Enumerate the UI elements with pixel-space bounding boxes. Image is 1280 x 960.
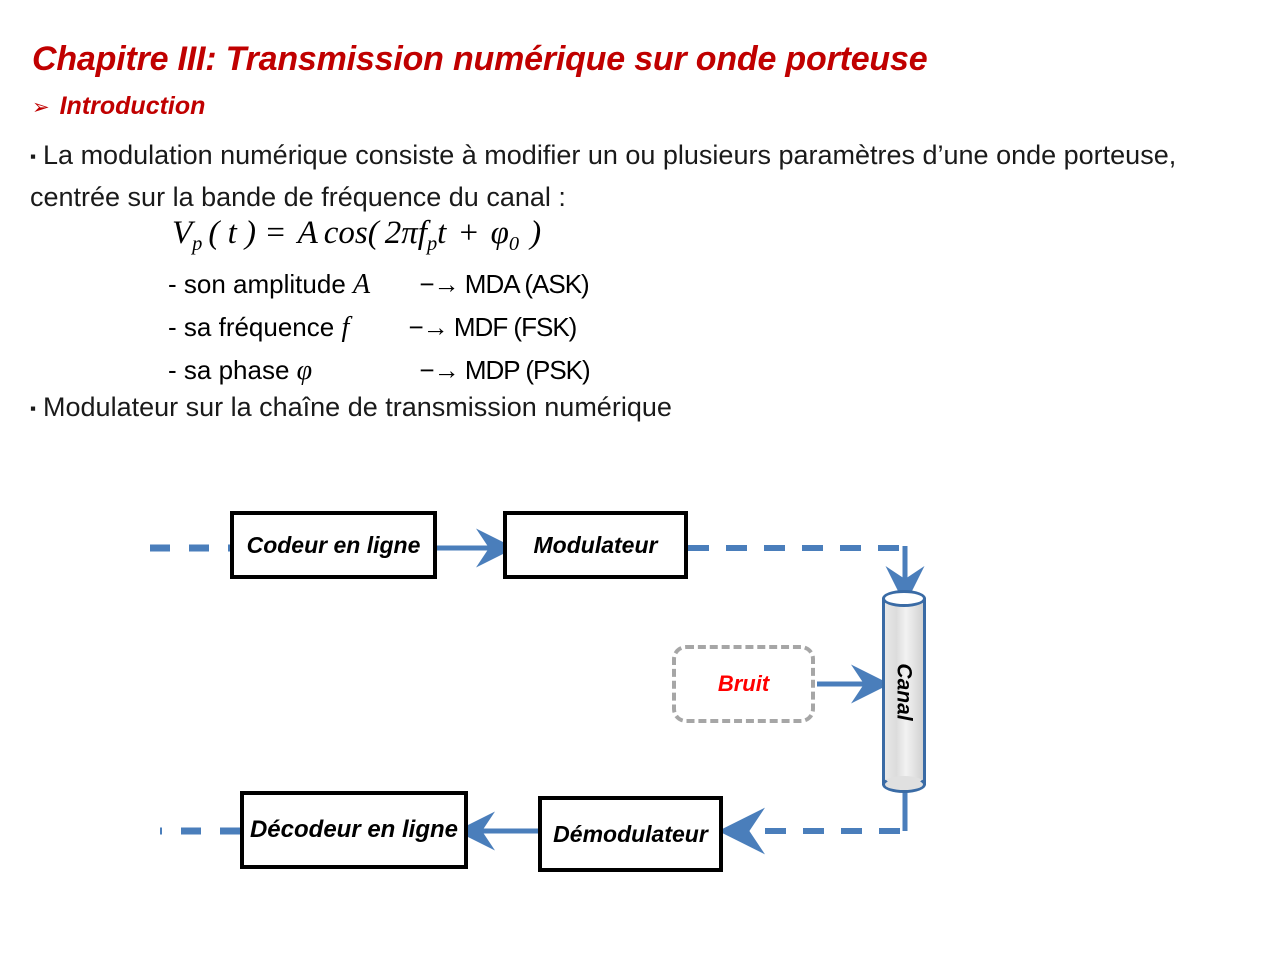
block-decoder[interactable]: Décodeur en ligne (240, 791, 468, 869)
section-subheading: ➢ Introduction (32, 92, 205, 121)
square-bullet-icon: ▪ (30, 399, 37, 418)
list-item: - sa phase φ −→ MDP (PSK) (168, 349, 591, 392)
block-modulator-label: Modulateur (533, 531, 658, 558)
formula-phi-subscript: 0 (508, 232, 520, 255)
arrow-bullet-icon: ➢ (32, 96, 50, 119)
formula-cos: cos( (323, 215, 379, 251)
param-symbol: φ (296, 355, 313, 386)
channel-cylinder-bottom (882, 776, 926, 793)
page-title: Chapitre III: Transmission numérique sur… (32, 40, 928, 78)
block-channel-label: Canal (893, 662, 916, 721)
param-text: sa phase (183, 355, 290, 385)
formula-phi: φ (490, 215, 509, 251)
formula-f: f (417, 215, 427, 251)
formula-two-pi: 2π (384, 215, 418, 251)
param-mapping: −→ MDF (FSK) (408, 312, 577, 342)
formula-plus: + (457, 215, 480, 251)
block-noise[interactable]: Bruit (672, 645, 815, 723)
modulator-paragraph-text: Modulateur sur la chaîne de transmission… (43, 392, 672, 422)
param-dash: - (168, 312, 177, 342)
list-item: - sa fréquence f −→ MDF (FSK) (168, 306, 590, 349)
block-demodulator[interactable]: Démodulateur (538, 796, 723, 872)
parameter-mapping-list: - son amplitude A −→ MDA (ASK) - sa fréq… (168, 263, 591, 392)
formula-amplitude: A (297, 215, 318, 251)
param-text: son amplitude (183, 269, 346, 299)
subheading-label: Introduction (59, 92, 206, 120)
block-demodulator-label: Démodulateur (553, 820, 708, 847)
formula-t: t (437, 215, 447, 251)
block-modulator[interactable]: Modulateur (503, 511, 688, 579)
intro-paragraph: ▪La modulation numérique consiste à modi… (30, 135, 1230, 217)
block-noise-label: Bruit (717, 671, 770, 696)
formula-v: V (172, 215, 193, 251)
param-dash: - (168, 355, 177, 385)
modulator-paragraph: ▪ Modulateur sur la chaîne de transmissio… (30, 387, 672, 429)
block-channel-label-wrap: Canal (882, 590, 926, 793)
param-dash: - (168, 269, 177, 299)
square-bullet-icon: ▪ (30, 147, 37, 166)
list-item: - son amplitude A −→ MDA (ASK) (168, 263, 590, 306)
block-channel[interactable]: Canal (882, 590, 926, 793)
formula-v-subscript: p (192, 232, 203, 255)
intro-paragraph-text: La modulation numérique consiste à modif… (30, 140, 1177, 212)
param-text: sa fréquence (183, 312, 335, 342)
param-symbol: f (341, 312, 350, 343)
param-mapping: −→ MDP (PSK) (419, 355, 590, 385)
formula-f-subscript: p (426, 232, 438, 255)
block-coder[interactable]: Codeur en ligne (230, 511, 437, 579)
param-mapping: −→ MDA (ASK) (419, 269, 589, 299)
formula-open: ( t ) = (208, 215, 287, 251)
param-symbol: A (353, 269, 371, 300)
formula-close: ) (530, 215, 542, 251)
block-decoder-label: Décodeur en ligne (249, 816, 459, 843)
block-coder-label: Codeur en ligne (246, 531, 421, 558)
